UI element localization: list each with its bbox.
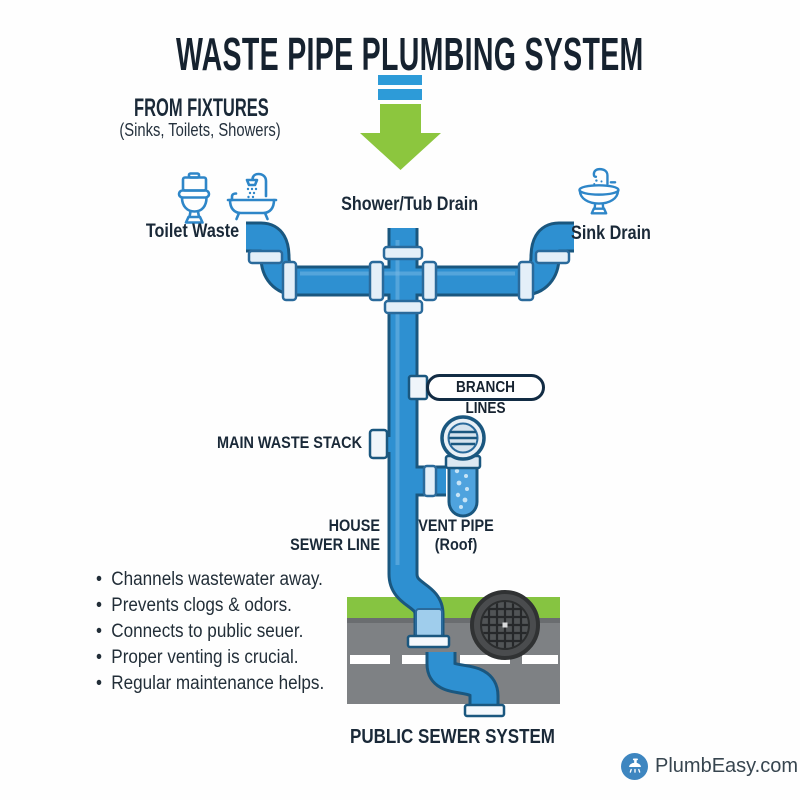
public-sewer-system-label: PUBLIC SEWER SYSTEM — [350, 726, 555, 748]
list-item: Prevents clogs & odors. — [96, 593, 324, 619]
branch-lines-tag: BRANCH LINES — [426, 374, 545, 417]
brand-name: PlumbEasy.com — [655, 755, 799, 777]
sink-drain-label: Sink Drain — [571, 223, 651, 244]
list-item: Channels wastewater away. — [96, 567, 324, 593]
shower-tub-drain-label: Shower/Tub Drain — [341, 194, 479, 215]
pipe-sleeve — [415, 608, 443, 638]
bathtub-shower-icon — [226, 172, 278, 221]
brand-footer: PlumbEasy.com — [621, 753, 798, 780]
vent-cap-icon — [440, 415, 486, 470]
toilet-icon — [177, 172, 211, 224]
from-fixtures-heading: FROM FIXTURES — [134, 94, 269, 122]
pipe-flanges — [406, 634, 506, 718]
faucet-badge-icon — [621, 753, 648, 780]
list-item: Regular maintenance helps. — [96, 671, 324, 697]
manhole-icon — [470, 590, 540, 660]
pipe-couplings — [247, 245, 571, 498]
sink-faucet-icon — [578, 167, 620, 215]
branch-line-pipe — [246, 224, 574, 294]
page-title: WASTE PIPE PLUMBING SYSTEM — [176, 28, 644, 80]
benefit-notes-list: Channels wastewater away. Prevents clogs… — [96, 567, 324, 697]
stack-stub-cap — [368, 428, 393, 460]
down-arrow-icon — [360, 75, 441, 170]
public-sewer-pipe — [428, 651, 497, 709]
branch-lines-label: BRANCH LINES — [456, 379, 515, 417]
toilet-waste-label: Toilet Waste — [145, 221, 240, 242]
house-sewer-line-label: HOUSE SEWER LINE — [290, 516, 380, 554]
vent-bubbles — [454, 468, 469, 509]
road-dashes — [350, 655, 558, 664]
list-item: Connects to public seuer. — [96, 619, 324, 645]
list-item: Proper venting is crucial. — [96, 645, 324, 671]
from-fixtures-subheading: (Sinks, Toilets, Showers) — [119, 120, 281, 140]
vent-pipe-label: VENT PIPE (Roof) — [418, 516, 494, 554]
main-waste-stack-label: MAIN WASTE STACK — [216, 433, 362, 452]
branch-collar — [407, 374, 429, 401]
